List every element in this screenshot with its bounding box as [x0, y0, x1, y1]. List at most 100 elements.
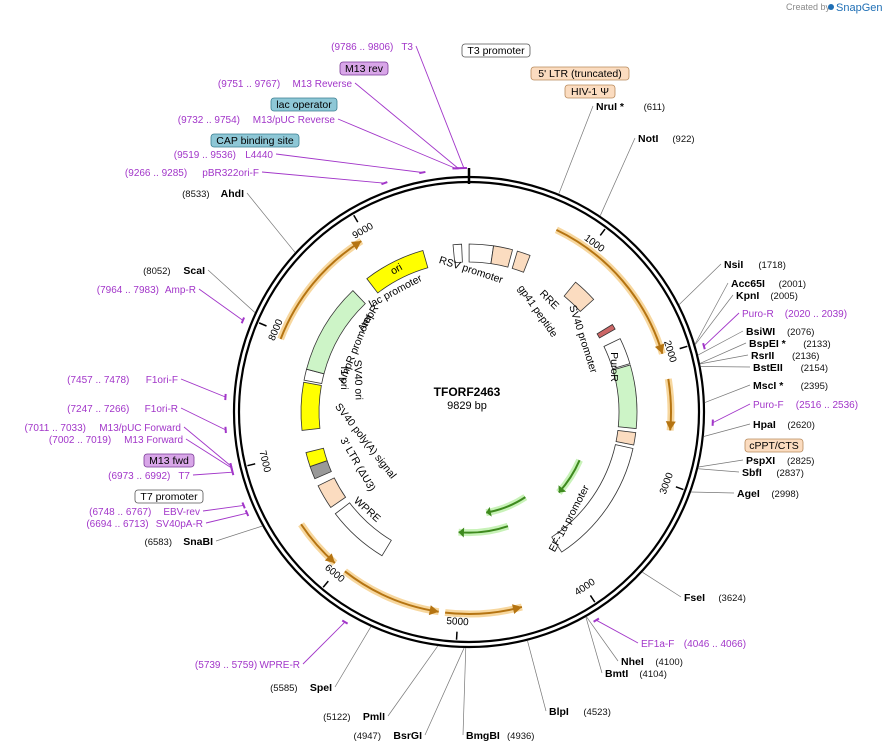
primer-mark	[593, 617, 600, 623]
enzyme-name: NruI *	[596, 101, 625, 113]
primer-name: M13 Reverse	[293, 79, 353, 90]
feature-block	[317, 477, 347, 509]
enzyme-name: NsiI	[724, 259, 743, 271]
primer-leader	[180, 407, 226, 431]
feature-block	[612, 364, 638, 430]
primer-name: EBV-rev	[163, 507, 200, 518]
snapgene-logo-icon	[828, 4, 834, 10]
primer-range: (9786 .. 9806)	[331, 42, 393, 53]
feature-block	[300, 381, 322, 431]
tick-mark	[322, 580, 329, 588]
tick-label: 9000	[351, 221, 376, 242]
enzyme-position: (2998)	[771, 489, 798, 500]
feature-tag-box	[530, 66, 630, 81]
feature-label: SV40 ori	[351, 360, 364, 401]
feature-block	[615, 429, 637, 446]
enzyme-position: (8533)	[182, 189, 209, 200]
primer-leader	[337, 118, 456, 169]
enzyme-position: (2620)	[787, 420, 814, 431]
tick-mark	[247, 463, 256, 467]
primer-leader	[198, 288, 244, 321]
feature-label: SV40 promoter	[566, 304, 599, 375]
primer-range: (7247 .. 7266)	[67, 404, 129, 415]
primer-leader	[596, 619, 639, 644]
primer-range: (2020 .. 2039)	[785, 309, 847, 320]
primer-name: T3	[401, 42, 413, 53]
primer-range: (7457 .. 7478)	[67, 375, 129, 386]
primer-leader	[205, 512, 248, 524]
enzyme-name: BspEI *	[749, 338, 787, 350]
enzyme-position: (5585)	[270, 683, 297, 694]
enzyme-name: PspXI	[746, 455, 775, 467]
feature-block	[490, 245, 514, 268]
tick-mark	[353, 214, 359, 223]
primer-range: (5739 .. 5759)	[195, 660, 257, 671]
primer-range: (6973 .. 6992)	[108, 471, 170, 482]
tick-mark	[599, 228, 606, 236]
feature-tag-box	[270, 97, 338, 112]
orf-arc	[555, 228, 664, 355]
enzyme-leader	[698, 468, 740, 473]
orf-arrowhead	[458, 527, 465, 538]
enzyme-leader	[699, 342, 747, 364]
primer-name: F1ori-R	[145, 404, 178, 415]
enzyme-leader	[599, 137, 636, 216]
enzyme-leader	[586, 616, 619, 662]
enzyme-name: PmlI	[363, 711, 385, 723]
enzyme-leader	[246, 192, 296, 253]
enzyme-name: Acc65I	[731, 278, 765, 290]
primer-name: SV40pA-R	[156, 519, 203, 530]
enzyme-name: SnaBI	[183, 536, 213, 548]
feature-tag-box	[134, 489, 204, 504]
feature-label: PuroR	[608, 352, 620, 382]
feature-block	[306, 290, 366, 375]
primer-name: M13 Forward	[124, 435, 183, 446]
enzyme-leader	[585, 616, 603, 674]
enzyme-position: (2005)	[770, 291, 797, 302]
primer-leader	[185, 438, 232, 469]
created-by-text: Created by	[786, 2, 831, 12]
enzyme-position: (2837)	[776, 468, 803, 479]
feature-block	[468, 243, 494, 265]
tick-mark	[679, 345, 688, 350]
feature-tag-label: M13 fwd	[149, 455, 189, 467]
enzyme-position: (2825)	[787, 456, 814, 467]
enzyme-leader	[424, 647, 465, 736]
enzyme-leader	[704, 384, 751, 403]
enzyme-position: (922)	[672, 134, 694, 145]
enzyme-leader	[215, 525, 263, 542]
enzyme-leader	[558, 105, 594, 194]
tick-label: 7000	[256, 449, 272, 474]
tick-mark	[589, 595, 596, 603]
primer-mark	[419, 170, 426, 175]
primer-leader	[415, 45, 465, 169]
enzyme-position: (2395)	[801, 381, 828, 392]
primer-leader	[261, 171, 385, 184]
primer-range: (2516 .. 2536)	[796, 400, 858, 411]
feature-tag-label: M13 rev	[345, 63, 384, 75]
enzyme-position: (2001)	[779, 279, 806, 290]
feature-label: ori	[388, 261, 404, 277]
feature-block	[334, 502, 392, 557]
enzyme-leader	[527, 640, 547, 712]
primer-leader	[183, 426, 232, 467]
primer-mark	[244, 509, 250, 517]
orf-arrowhead	[486, 506, 492, 517]
enzyme-name: SbfI	[742, 467, 762, 479]
enzyme-leader	[694, 282, 729, 345]
enzyme-leader	[678, 263, 722, 305]
primer-name: M13/pUC Forward	[99, 423, 181, 434]
enzyme-name: BsiWI	[746, 326, 775, 338]
enzyme-position: (4104)	[639, 669, 666, 680]
orf-arc	[279, 240, 362, 340]
feature-block	[511, 250, 531, 273]
enzyme-leader	[697, 330, 744, 356]
primer-name: L4440	[245, 150, 273, 161]
enzyme-name: NotI	[638, 133, 658, 145]
primer-range: (7011 .. 7033)	[24, 423, 86, 434]
enzyme-name: BlpI	[549, 706, 569, 718]
primer-range: (4046 .. 4066)	[684, 639, 746, 650]
enzyme-leader	[703, 423, 751, 437]
feature-tag-box	[143, 453, 195, 468]
